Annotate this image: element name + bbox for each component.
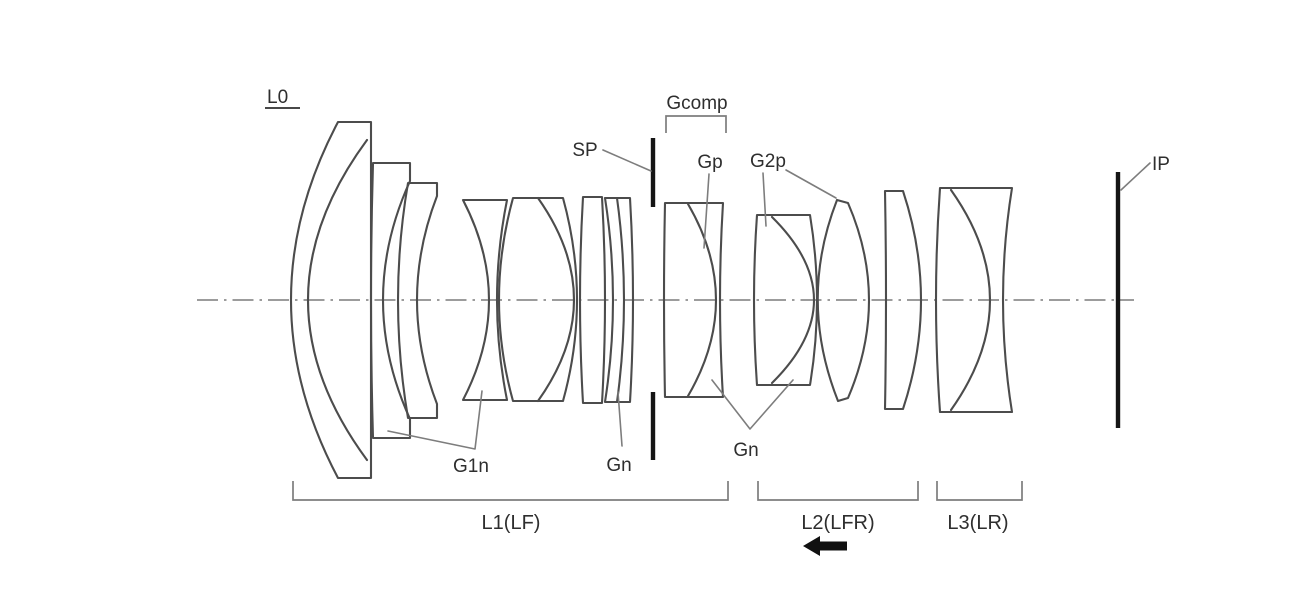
g2p-label: G2p <box>750 151 786 172</box>
gn-center-label: Gn <box>606 455 631 476</box>
group1-label: L1(LF) <box>482 512 541 534</box>
lens-element-11 <box>883 189 923 411</box>
lens-element-8-gcomp <box>662 201 725 399</box>
lens-element-9 <box>752 213 819 387</box>
gcomp-label: Gcomp <box>666 93 727 114</box>
lens-element-1-concave-surface <box>306 138 369 462</box>
g1n-label: G1n <box>453 456 489 477</box>
lens-element-9-cemented-surface <box>770 215 815 385</box>
aperture-stop-label: SP <box>572 140 597 161</box>
lens-element-7-cemented-surface <box>615 196 626 404</box>
gn-center-leader-line <box>617 391 623 447</box>
g2p-leader-line-right <box>785 169 837 199</box>
group3-label: L3(LR) <box>947 512 1008 534</box>
gp-leader-line <box>703 173 710 249</box>
sp-leader-line <box>602 149 652 172</box>
lens-element-12-cemented-surface <box>949 188 992 412</box>
lens-element-5 <box>498 196 578 403</box>
image-plane-label: IP <box>1152 154 1170 175</box>
lens-element-8-cemented-surface <box>686 202 717 398</box>
g2p-leader-line-left <box>762 172 767 227</box>
lens-element-10 <box>816 198 870 403</box>
g1n-leader-lines <box>387 390 483 450</box>
lens-element-6 <box>578 195 607 405</box>
ip-leader-line <box>1120 162 1151 191</box>
lens-element-3 <box>396 181 439 420</box>
lens-group-1 <box>289 120 725 480</box>
group2-bracket <box>757 481 919 501</box>
group1-bracket <box>292 481 729 501</box>
system-label: L0 <box>267 87 288 108</box>
lens-element-5-cemented-surface <box>536 196 576 403</box>
gn-right-label: Gn <box>733 440 758 461</box>
lens-group-2 <box>752 189 923 411</box>
lens-element-1 <box>289 120 373 480</box>
lens-element-2 <box>369 161 412 440</box>
gp-label: Gp <box>697 152 722 173</box>
gn-right-leader-lines <box>711 379 794 430</box>
group3-bracket <box>936 481 1023 501</box>
lens-element-4 <box>461 198 509 402</box>
lens-group-3 <box>934 186 1014 414</box>
lens-element-12 <box>934 186 1014 414</box>
left-arrow-icon <box>803 536 847 556</box>
lens-element-7 <box>603 196 635 404</box>
gcomp-bracket <box>665 115 727 133</box>
group2-label: L2(LFR) <box>801 512 874 534</box>
